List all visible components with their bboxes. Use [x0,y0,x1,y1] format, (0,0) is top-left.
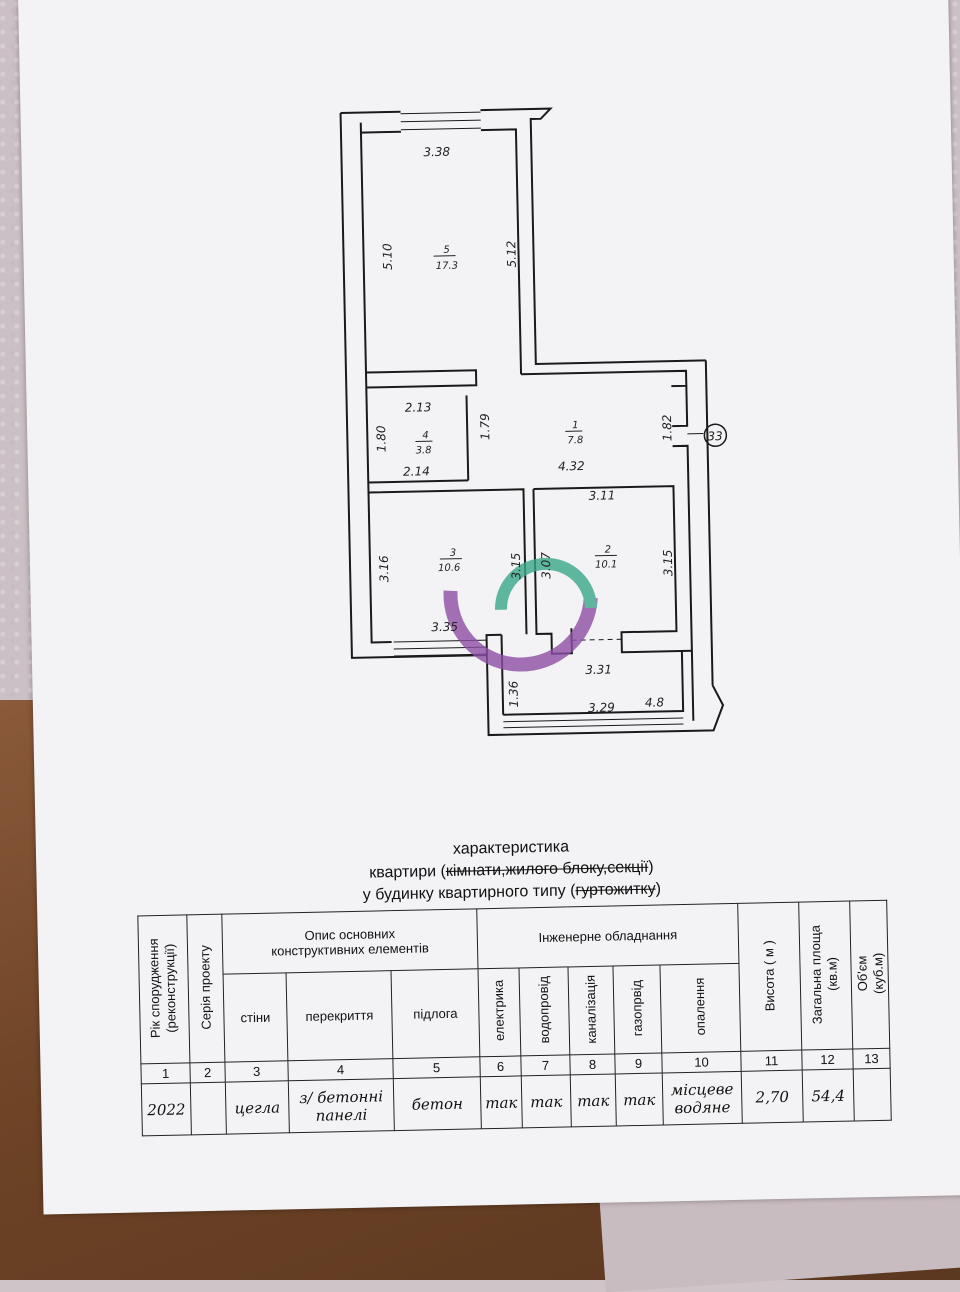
dim-label: 3.11 [588,488,615,503]
room5-number: 5 [443,245,450,256]
header-series: Серія проекту [197,945,215,1030]
col-number: 1 [141,1063,190,1084]
col-number: 12 [802,1049,853,1070]
header-heating: опалення [692,978,709,1036]
dim-label: 3.35 [431,620,458,635]
value-height: 2,70 [741,1070,803,1123]
value-floors-ceiling: з/ бетонні панелі [288,1079,394,1133]
header-height: Висота ( м ) [761,940,778,1011]
col-number: 6 [480,1056,521,1077]
wall-balcony-inner [502,635,504,715]
characteristics-table: Рік спорудження (реконструкції) Серія пр… [137,900,891,1137]
dim-label: 3.38 [423,145,450,160]
value-area: 54,4 [802,1069,854,1122]
document-sheet: 33 5 17.3 1 7.8 4 3.8 3 10.6 2 10.1 3.38… [18,0,960,1214]
wall-corridor-top [521,371,686,389]
dim-label: 2.13 [405,400,432,415]
dim-label: 2.14 [403,464,430,479]
header-electric: електрика [491,980,508,1041]
header-sewer: каналізація [583,974,600,1043]
room3-area: 10.6 [438,563,460,574]
value-year: 2022 [141,1083,191,1136]
dim-label: 3.16 [377,555,392,582]
dim-label: 1.80 [374,425,389,452]
room4-area: 3.8 [416,445,432,456]
wall-room5-bottom [366,370,476,387]
axis-marker-label: 33 [707,429,723,443]
dim-label: 5.12 [504,241,519,268]
wall-top-left-inner [361,132,401,133]
header-volume: Об'єм (куб.м) [854,933,886,1014]
room2-area: 10.1 [595,559,617,570]
col-number: 3 [225,1061,288,1082]
col-number: 2 [190,1062,225,1083]
dim-label: 1.79 [478,413,493,440]
wall-outer-right [706,360,713,685]
dim-label: 1.36 [506,680,521,707]
dim-label: 3.31 [585,662,612,677]
col-number: 8 [570,1054,615,1075]
value-heating: місцеве водяне [662,1071,742,1125]
room1-area: 7.8 [567,435,583,446]
floor-plan: 33 5 17.3 1 7.8 4 3.8 3 10.6 2 10.1 3.38… [18,0,960,780]
col-number: 5 [393,1057,480,1079]
room5-area: 17.3 [436,261,458,272]
header-area: Загальна площа (кв.м) [807,909,844,1040]
room4-number: 4 [422,430,429,441]
dim-label: 4.8 [645,695,665,709]
header-floor: підлога [391,969,480,1059]
wall-room4-right [466,395,468,480]
value-gas: так [615,1073,663,1126]
header-structure: Опис основних конструктивних елементів [222,909,478,974]
value-series [190,1082,226,1135]
header-water: водопровід [536,976,553,1044]
dim-label: 4.32 [558,459,585,474]
col-number: 4 [288,1059,393,1081]
room3-number: 3 [450,548,457,559]
value-volume [853,1068,891,1121]
header-engineering: Інженерне обладнання [477,903,739,968]
dim-label: 3.29 [588,700,615,715]
value-sewer: так [570,1074,616,1127]
value-electric: так [480,1076,522,1129]
wall-top-left [341,112,401,113]
col-number: 10 [662,1051,741,1073]
header-gas: газопрвід [629,980,646,1037]
wall-room4-bottom [368,480,468,482]
col-number: 7 [521,1055,570,1076]
dim-label: 5.10 [380,243,395,270]
dim-label: 1.82 [660,414,675,441]
col-number: 9 [615,1053,662,1074]
col-number: 11 [741,1050,802,1071]
value-floor: бетон [393,1077,481,1131]
header-walls: стіни [223,973,288,1062]
dim-label: 3.15 [661,549,676,576]
header-floors-ceiling: перекриття [286,971,393,1061]
value-walls: цегла [225,1081,289,1134]
col-number: 13 [853,1048,890,1069]
value-water: так [521,1075,571,1128]
dim-label: 3.07 [539,552,554,579]
room1-number: 1 [572,420,579,431]
wall-top-right [481,105,706,365]
dim-label: 3.15 [509,553,524,580]
room2-number: 2 [605,544,612,555]
header-year: Рік спорудження (реконструкції) [145,923,182,1054]
